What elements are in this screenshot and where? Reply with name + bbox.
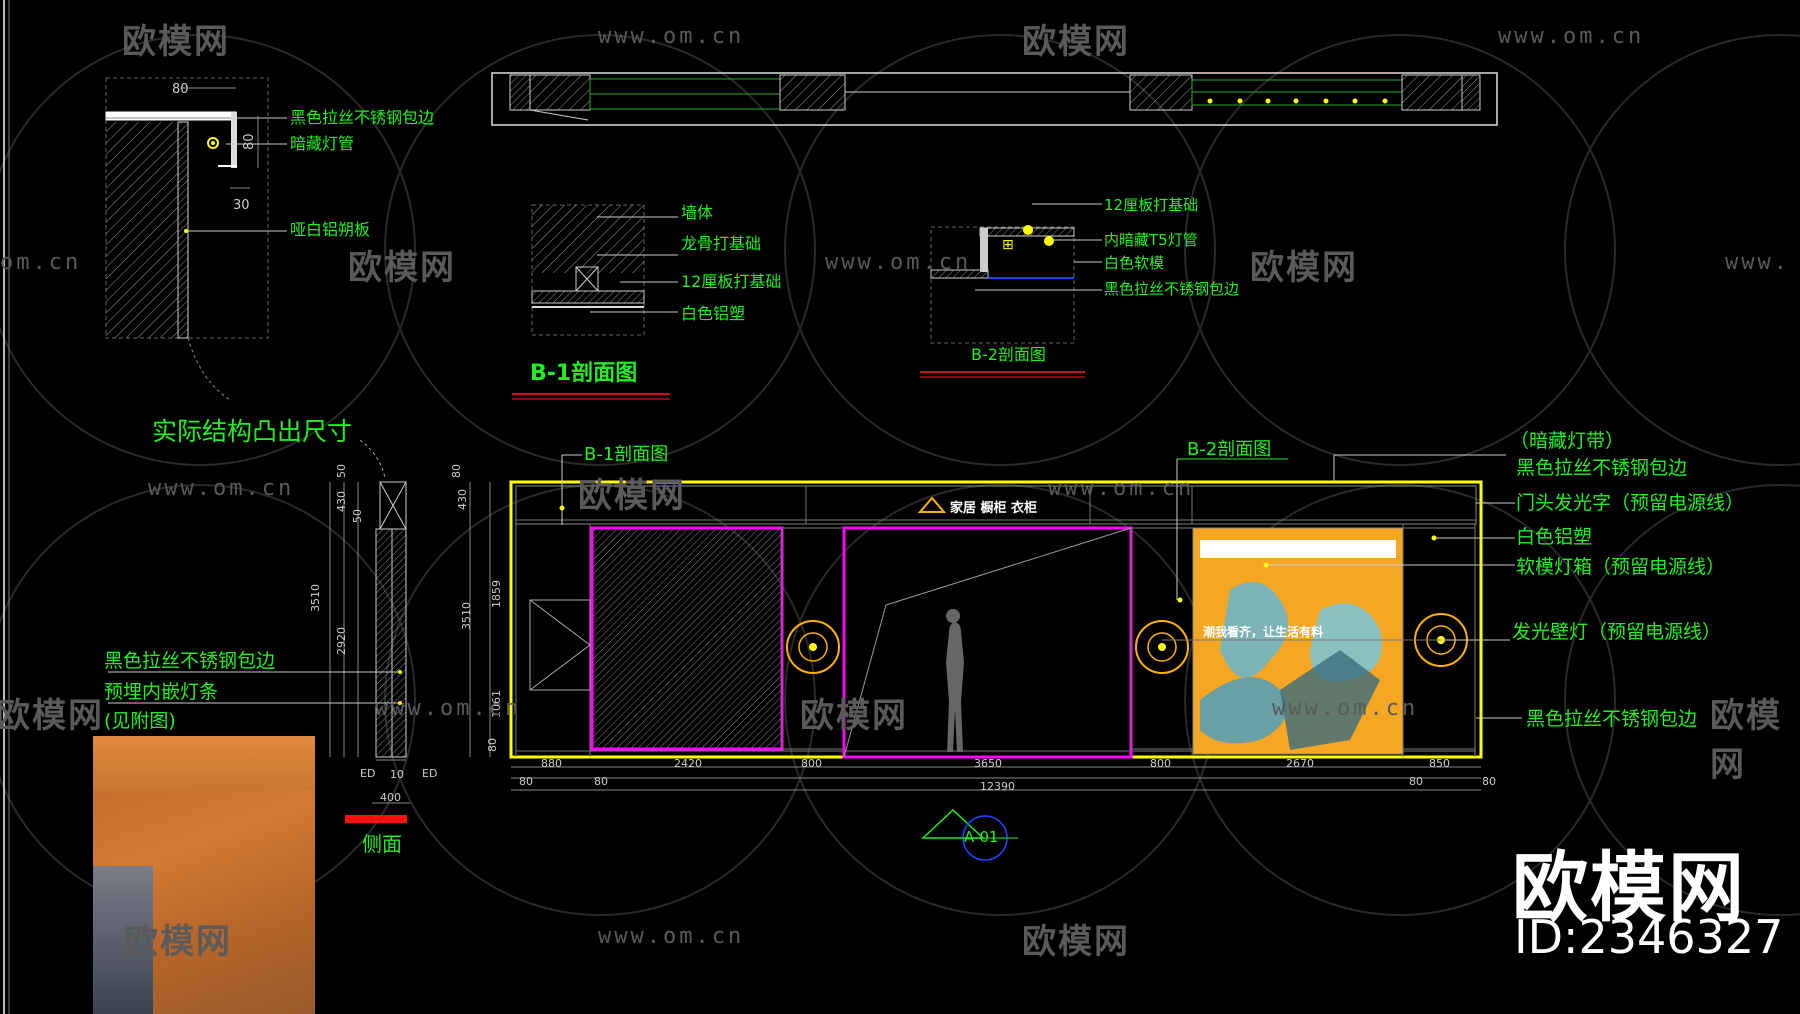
rlabel-wall-lamp: 发光壁灯（预留电源线） (1512, 621, 1721, 643)
label-panel: 哑白铝朔板 (290, 220, 370, 239)
dim-1061: 1061 (490, 690, 503, 718)
dim-50b: 50 (351, 509, 364, 523)
sign-text: 家居 橱柜 衣柜 (950, 500, 1037, 516)
dim-10: 10 (390, 768, 404, 781)
label-ply: 12厘板打基础 (681, 272, 781, 291)
poster-headline: 潮我看齐，让生活有料 (1203, 624, 1323, 639)
watermark-logo: 欧模网 (800, 696, 908, 736)
dim-1859: 1859 (490, 580, 503, 608)
label-keel: 龙骨打基础 (681, 234, 761, 253)
watermark-logo: 欧模网 (0, 696, 104, 736)
section-b2-title: B-2剖面图 (971, 345, 1046, 364)
watermark-url: www.om.cn (598, 24, 745, 49)
rlabel-sign-light: 门头发光字（预留电源线） (1516, 492, 1744, 514)
side-label-see: (见附图) (104, 710, 176, 732)
label-plastic: 白色铝塑 (681, 304, 745, 323)
bdim-850: 850 (1429, 757, 1450, 770)
dim-total: 12390 (980, 780, 1015, 793)
edim-3: 80 (1409, 775, 1423, 788)
label-b2-t5: 内暗藏T5灯管 (1104, 231, 1198, 249)
watermark-logo: 欧模网 (124, 922, 232, 962)
dim-ed2: ED (422, 767, 437, 780)
bdim-880: 880 (541, 757, 562, 770)
watermark-url: www.om.cn (1048, 476, 1195, 501)
watermark-url: www.om.cn (148, 476, 295, 501)
dim-400: 400 (380, 791, 401, 804)
section-tag: A-01 (964, 828, 998, 846)
rlabel-trim-top: 黑色拉丝不锈钢包边 (1516, 457, 1687, 479)
watermark-circles (0, 34, 1800, 916)
dim-ed1: ED (360, 767, 375, 780)
brand-id: ID:2346327 (1514, 910, 1784, 964)
rlabel-lightbox: 软模灯箱（预留电源线） (1516, 556, 1725, 578)
side-label-strip: 预埋内嵌灯条 (104, 681, 218, 703)
elevation: 潮我看齐，让生活有料 家居 橱柜 衣柜 80 430 3510 1859 106… (450, 430, 1744, 861)
rlabel-hidden-strip: （暗藏灯带） (1510, 430, 1624, 452)
callout-b2: B-2剖面图 (1187, 439, 1271, 460)
bdim-800a: 800 (801, 757, 822, 770)
label-light-tube: 暗藏灯管 (290, 134, 354, 153)
bdim-800b: 800 (1150, 757, 1171, 770)
dim-30: 30 (233, 198, 250, 213)
side-heading: 实际结构凸出尺寸 (152, 417, 352, 446)
brand-logo-text: 欧模网 (1512, 843, 1746, 932)
watermark-url: www.om.cn (825, 250, 972, 275)
dim-80-top: 80 (172, 82, 189, 97)
bdim-2670: 2670 (1286, 757, 1314, 770)
reference-photo (93, 736, 315, 1014)
label-b2-trim: 黑色拉丝不锈钢包边 (1104, 280, 1239, 298)
section-b1-title: B-1剖面图 (530, 360, 637, 386)
dim-2920: 2920 (335, 627, 348, 655)
dim-3510-left: 3510 (460, 602, 473, 630)
watermark-url: www. (1725, 250, 1790, 275)
red-bar (345, 815, 407, 823)
bdim-2420: 2420 (674, 757, 702, 770)
lamp-icon: ⊞ (1002, 237, 1014, 253)
dim-80-left-b: 80 (486, 738, 499, 752)
dim-3510-side: 3510 (309, 584, 322, 612)
watermark-url: om.cn (0, 250, 82, 275)
photo-ceiling (93, 736, 315, 790)
watermark-logo: 欧模网 (1022, 922, 1130, 962)
label-b2-ply: 12厘板打基础 (1104, 196, 1198, 214)
bdim-3650: 3650 (974, 757, 1002, 770)
rlabel-plastic: 白色铝塑 (1516, 526, 1592, 548)
dim-80-side: 80 (242, 133, 257, 150)
dim-430-side: 430 (335, 491, 348, 512)
side-view: 实际结构凸出尺寸 50 430 50 3510 2920 黑色拉丝不锈钢包边 预… (104, 417, 437, 856)
watermark-url: www.om.cn (375, 696, 522, 721)
dim-80-left: 80 (450, 464, 463, 478)
photo-window (93, 866, 153, 1014)
edim-4: 80 (1482, 775, 1496, 788)
rlabel-trim-bottom: 黑色拉丝不锈钢包边 (1526, 708, 1697, 730)
watermark-logo: 欧模网 (122, 22, 230, 62)
watermark-logo: 欧模网 (578, 476, 686, 516)
side-caption: 侧面 (362, 832, 402, 856)
section-b2: ⊞ 12厘板打基础 内暗藏T5灯管 白色软模 黑色拉丝不锈钢包边 B-2剖面图 (920, 196, 1239, 378)
side-label-trim: 黑色拉丝不锈钢包边 (104, 650, 275, 672)
watermark-logo: 欧模网 (1250, 248, 1358, 288)
label-wall: 墙体 (681, 203, 713, 222)
detail-a: 80 80 30 黑色拉丝不锈钢包边 暗藏灯管 哑白铝朔板 (105, 77, 434, 401)
dim-430-left: 430 (456, 489, 469, 510)
dim-50a: 50 (335, 464, 348, 478)
label-trim: 黑色拉丝不锈钢包边 (290, 108, 434, 127)
label-b2-soft: 白色软模 (1104, 254, 1164, 272)
watermark-logo: 欧模网 (1710, 696, 1782, 785)
watermark-logo: 欧模网 (1022, 22, 1130, 62)
section-b1: 墙体 龙骨打基础 12厘板打基础 白色铝塑 B-1剖面图 (512, 203, 781, 400)
edim-2: 80 (594, 775, 608, 788)
watermark-url: www.om.cn (598, 924, 745, 949)
callout-b1: B-1剖面图 (584, 444, 668, 465)
edim-1: 80 (519, 775, 533, 788)
watermark-url: www.om.cn (1498, 24, 1645, 49)
top-plan-view (491, 72, 1498, 126)
watermark-url: www.om.cn (1272, 696, 1419, 721)
watermark-logo: 欧模网 (348, 248, 456, 288)
